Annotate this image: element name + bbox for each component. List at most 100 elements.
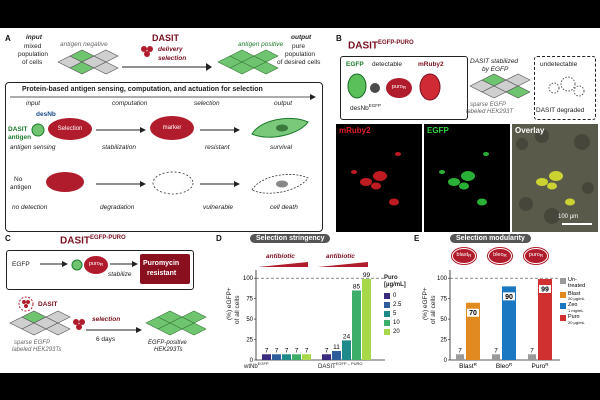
mechanism-banner: Protein-based antigen sensing, computati… [22, 86, 263, 93]
stabilization-label: stabilization [102, 144, 136, 151]
panel-c-label: C [5, 234, 11, 243]
resistance-icon-text: bleo [493, 252, 504, 259]
chart-e-label-bg [467, 308, 479, 317]
panel-b-stabilized-box [340, 56, 468, 120]
delivery-label: delivery [158, 46, 183, 53]
chart-d-bar-label: 99 [363, 272, 371, 279]
chart-d-bar-label: 7 [325, 347, 329, 354]
chart-e-bar-label: 7 [530, 347, 534, 354]
chart-e-bar-value: 70 [469, 310, 477, 317]
chart-d-bar-label: 7 [295, 347, 299, 354]
surviving-cell-icon [251, 117, 309, 138]
unbound-marker [46, 172, 84, 192]
egfp-image: EGFP [424, 124, 510, 232]
chart-d-legend-text: 10 [393, 320, 400, 326]
chart-e-legend-text: Un-treated [568, 277, 585, 290]
mruby2-barrel-icon [419, 73, 441, 101]
resistance-icon-sup: R [468, 252, 472, 258]
chart-d-legend-item: 2.5 [384, 301, 401, 309]
resistant-text-1: Puromycin [143, 260, 180, 267]
chart-d-ytick-label: 100 [243, 276, 254, 282]
dasit-title: DASIT [152, 33, 179, 43]
panel-c-dasit-icon [18, 296, 34, 312]
panel-d-group-1: wtNbEGFP [244, 361, 269, 371]
chart-e-category-sup: R [474, 362, 478, 367]
degradation-label: degradation [100, 204, 135, 211]
output-desc-2: population [285, 51, 315, 58]
no-antigen-1: No [14, 176, 23, 183]
resistance-icon-sup: R [539, 252, 544, 258]
chart-d-bar [272, 354, 281, 360]
antibiotic-wedge-2 [318, 262, 368, 267]
panel-d-ylabel-1: (%) eGFP+ [226, 287, 233, 320]
panel-c-arrow-1 [40, 261, 68, 267]
panel-e-ylabel-1: (%) eGFP+ [422, 287, 429, 320]
chart-e-label-bg [503, 292, 515, 301]
resistance-icon-text: puro [528, 252, 540, 259]
panel-c-puro-sup: R [99, 261, 104, 267]
chart-d-legend-item: 0 [384, 292, 401, 300]
panel-a-label: A [5, 34, 11, 43]
chart-d-bar-label: 7 [275, 347, 279, 354]
chart-e-legend-sub: 20 µg/mL [568, 296, 585, 302]
group-2-sup: EGFP – PURO [335, 361, 363, 366]
chart-d-legend-item: 5 [384, 310, 401, 318]
input-cell-grid [57, 49, 119, 75]
panel-c-positive-1: EGFP-positive [148, 340, 187, 346]
chart-e-legend-swatch [560, 303, 566, 310]
panel-d-header: Selection stringency [250, 234, 331, 243]
group-1-text: wtNb [244, 364, 258, 370]
chart-d-legend-swatch [384, 293, 390, 299]
panel-c-selection-label: selection [92, 316, 121, 323]
group-1-sup: EGFP [257, 361, 269, 366]
sparse-label-1: sparse EGFP [470, 102, 507, 108]
arrow-stabilize [96, 127, 146, 133]
panel-b-title-sup: EGFP-PURO [378, 40, 414, 46]
chart-d-bar-label: 85 [353, 283, 361, 290]
chart-d-bar [292, 354, 301, 360]
egfp-image-label: EGFP [427, 126, 449, 135]
panel-c-sparse-1: sparse EGFP [14, 340, 51, 346]
step-output: output [272, 100, 295, 108]
chart-d-bar [352, 290, 361, 360]
arrow-resistant [200, 127, 240, 133]
selection-marker-text-1: Selection [57, 126, 83, 132]
chart-e-legend-swatch [560, 291, 566, 298]
mruby2-image: mRuby2 [336, 124, 422, 232]
chart-d-bar-label: 7 [285, 347, 289, 354]
chart-e-legend-name: Puro [568, 314, 580, 321]
figure-page: A input mixed population of cells antige… [0, 28, 600, 373]
chart-d-legend-swatch [384, 320, 390, 326]
desnb-sup: EGFP [368, 103, 382, 108]
overlay-spots [516, 129, 594, 225]
antigen-negative-label: antigen negative [60, 41, 108, 48]
chart-e-label-bg [539, 285, 551, 293]
antibiotic-wedge-1 [258, 262, 308, 267]
stabilized-label-1: DASIT stabilized [470, 58, 519, 65]
resistant-label: resistant [205, 144, 230, 151]
degraded-marker-icon [152, 171, 194, 195]
output-cell-grid [217, 49, 279, 75]
chart-d-bar [262, 354, 271, 360]
mruby2-label: mRuby2 [418, 61, 444, 68]
mruby2-spots [351, 152, 401, 206]
chart-e-category-label: BleoR [496, 362, 513, 370]
undetectable-label: undetectable [540, 61, 578, 68]
chart-e-ytick-label: 100 [437, 276, 448, 282]
chart-e-legend-swatch [560, 315, 566, 322]
chart-e-ytick-label: 25 [440, 338, 447, 344]
chart-e-bar-value: 99 [541, 287, 549, 294]
antigen-sensing-label: antigen sensing [10, 144, 56, 151]
chart-e-category-label: PuroR [532, 362, 550, 370]
no-detection-label: no detection [12, 204, 48, 211]
chart-e-untreated-bar [492, 354, 500, 360]
panel-d-group-2: DASITEGFP – PURO [318, 361, 363, 371]
chart-e-ytick-label: 0 [444, 358, 448, 364]
panel-c-dasit-label: DASIT [38, 301, 58, 308]
chart-e-untreated-bar [528, 354, 536, 360]
panel-b-title: DASITEGFP-PURO [348, 40, 414, 51]
